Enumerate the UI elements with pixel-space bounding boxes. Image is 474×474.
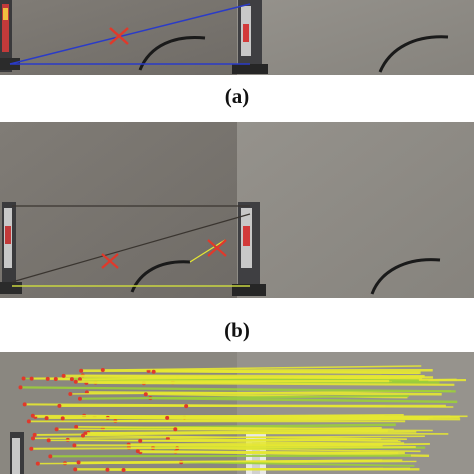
keypoint-marker [81, 433, 86, 438]
keypoint-marker [32, 432, 37, 437]
keypoint-marker [31, 436, 36, 441]
cable-curve-icon [138, 35, 206, 71]
keypoint-marker [73, 379, 78, 384]
panel-a-svg [0, 0, 474, 75]
match-line [79, 394, 409, 400]
match-line [153, 370, 419, 375]
keypoint-marker [72, 443, 77, 448]
panel-c-image [0, 352, 474, 474]
match-line [9, 3, 251, 65]
pole-icon [0, 202, 22, 294]
keypoint-marker [54, 427, 59, 432]
keypoint-marker [69, 377, 74, 382]
match-line [78, 459, 403, 464]
keypoint-marker [21, 376, 26, 381]
keypoint-marker [22, 402, 27, 407]
keypoint-marker [77, 377, 82, 382]
match-line [50, 454, 411, 458]
keypoint-marker [100, 368, 105, 373]
keypoint-marker [26, 419, 31, 424]
keypoint-marker [68, 391, 73, 396]
keypoint-marker [45, 376, 50, 381]
keypoint-marker [29, 446, 34, 451]
match-line [85, 429, 388, 435]
cable-curve-icon [378, 35, 449, 73]
keypoint-marker [76, 460, 81, 465]
keypoint-marker [105, 467, 110, 472]
panel-a-image [0, 0, 474, 75]
match-line [20, 386, 456, 393]
keypoint-marker [143, 392, 148, 397]
keypoint-marker [61, 373, 66, 378]
match-line [177, 447, 421, 453]
red-x-icon [109, 27, 129, 45]
panel-b-image [0, 122, 474, 298]
keypoint-marker [30, 413, 35, 418]
match-line [56, 428, 433, 432]
red-x-icon [207, 239, 227, 257]
match-line [31, 446, 416, 450]
keypoint-marker [60, 416, 65, 421]
keypoint-marker [73, 467, 78, 472]
match-line [181, 461, 415, 467]
caption-a: (a) [224, 84, 250, 108]
keypoint-marker [44, 416, 49, 421]
keypoint-marker [151, 369, 156, 374]
match-line [123, 467, 411, 472]
keypoint-marker [35, 461, 40, 466]
keypoint-marker [77, 396, 82, 401]
keypoint-marker [48, 454, 53, 459]
keypoint-marker [138, 438, 143, 443]
red-x-icon [101, 253, 119, 269]
keypoint-marker [46, 438, 51, 443]
pole-icon [232, 0, 268, 74]
keypoint-marker [57, 403, 62, 408]
keypoint-marker [184, 404, 189, 409]
keypoint-marker [29, 376, 34, 381]
yellow-match-lines [18, 365, 468, 473]
keypoint-marker [173, 427, 178, 432]
match-line [102, 365, 422, 371]
keypoint-marker [165, 436, 170, 441]
match-line [140, 437, 382, 442]
match-line [86, 381, 455, 386]
keypoint-marker [79, 368, 84, 373]
match-line [137, 450, 399, 454]
keypoint-marker [121, 468, 126, 473]
left-wall-b [0, 122, 237, 298]
cable-curve-icon [370, 258, 441, 295]
keypoint-marker [135, 449, 140, 454]
caption-b: (b) [224, 318, 250, 342]
keypoint-marker [74, 424, 79, 429]
match-line [186, 405, 454, 408]
match-line [175, 427, 382, 431]
keypoint-marker [18, 385, 23, 390]
pole-icon [232, 202, 266, 296]
match-line [75, 379, 390, 383]
right-wall-b [237, 122, 474, 298]
match-line [189, 239, 226, 263]
panel-b-svg [0, 122, 474, 298]
pole-icon [10, 432, 24, 474]
match-line [79, 375, 388, 381]
keypoint-marker [53, 376, 58, 381]
keypoint-marker [165, 415, 170, 420]
panel-c-svg [0, 352, 474, 474]
match-line [11, 213, 251, 283]
